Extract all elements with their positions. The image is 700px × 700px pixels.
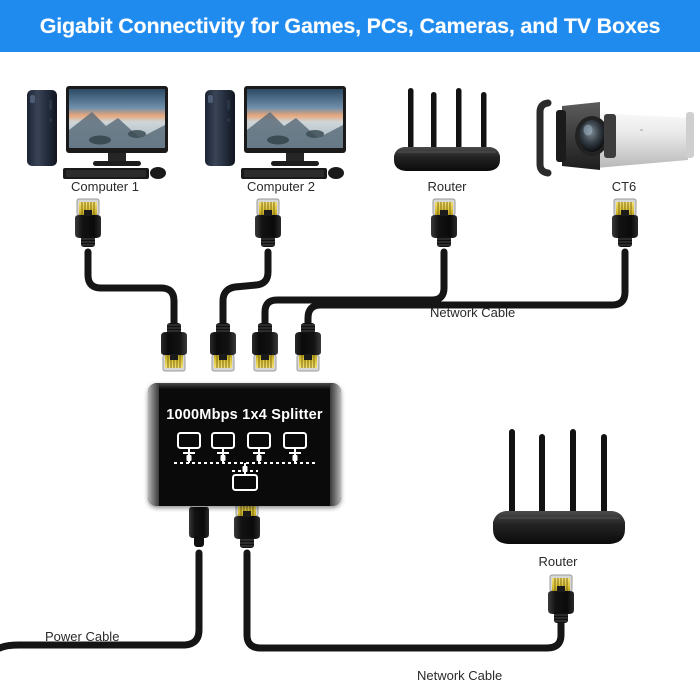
splitter-rail-left bbox=[148, 383, 159, 506]
splitter-title: 1000Mbps 1x4 Splitter bbox=[166, 407, 323, 423]
rj45-splitter-uplink bbox=[234, 499, 260, 548]
monitor-icon bbox=[283, 432, 307, 454]
cable-computer-1 bbox=[84, 248, 178, 334]
label-computer-2: Computer 2 bbox=[247, 179, 315, 194]
splitter-topology-icon bbox=[174, 432, 316, 491]
monitor-icon bbox=[247, 432, 271, 454]
router-bottom-artwork bbox=[493, 429, 625, 544]
rj45-router-top bbox=[431, 198, 457, 247]
label-router-top: Router bbox=[427, 179, 467, 194]
label-network-cable-bottom: Network Cable bbox=[417, 668, 503, 683]
label-network-cable-mid: Network Cable bbox=[430, 305, 516, 320]
rj45-computer-1 bbox=[75, 198, 101, 247]
cable-computer-2 bbox=[219, 248, 272, 334]
banner-title: Gigabit Connectivity for Games, PCs, Cam… bbox=[39, 13, 661, 38]
monitor-icon bbox=[177, 432, 201, 454]
router-top-artwork bbox=[394, 88, 500, 171]
rj45-computer-2 bbox=[255, 198, 281, 247]
computer-2-artwork bbox=[205, 86, 346, 179]
cctv-camera-artwork bbox=[536, 99, 694, 177]
splitter-device[interactable]: 1000Mbps 1x4 Splitter bbox=[148, 383, 341, 506]
monitor-icon bbox=[232, 474, 258, 491]
label-router-bottom: Router bbox=[538, 554, 578, 569]
header-banner: Gigabit Connectivity for Games, PCs, Cam… bbox=[0, 0, 700, 52]
cable-camera bbox=[304, 248, 629, 334]
computer-1-artwork bbox=[27, 86, 168, 179]
rj45-splitter-in-3 bbox=[252, 323, 278, 372]
splitter-top-highlight bbox=[159, 383, 330, 389]
label-computer-1: Computer 1 bbox=[71, 179, 139, 194]
rj45-splitter-in-1 bbox=[161, 323, 187, 372]
label-camera-ct6: CT6 bbox=[611, 179, 637, 194]
cable-power bbox=[0, 549, 203, 652]
monitor-icon bbox=[211, 432, 235, 454]
rj45-router-bottom bbox=[548, 574, 574, 623]
rj45-splitter-in-4 bbox=[295, 323, 321, 372]
rj45-splitter-in-2 bbox=[210, 323, 236, 372]
rj45-camera bbox=[612, 198, 638, 247]
usbc-power-plug bbox=[189, 499, 209, 547]
cable-network-bottom bbox=[243, 549, 565, 652]
label-power-cable: Power Cable bbox=[45, 629, 120, 644]
cable-router-top bbox=[261, 248, 448, 334]
splitter-face bbox=[159, 383, 330, 506]
splitter-rail-right bbox=[330, 383, 341, 506]
